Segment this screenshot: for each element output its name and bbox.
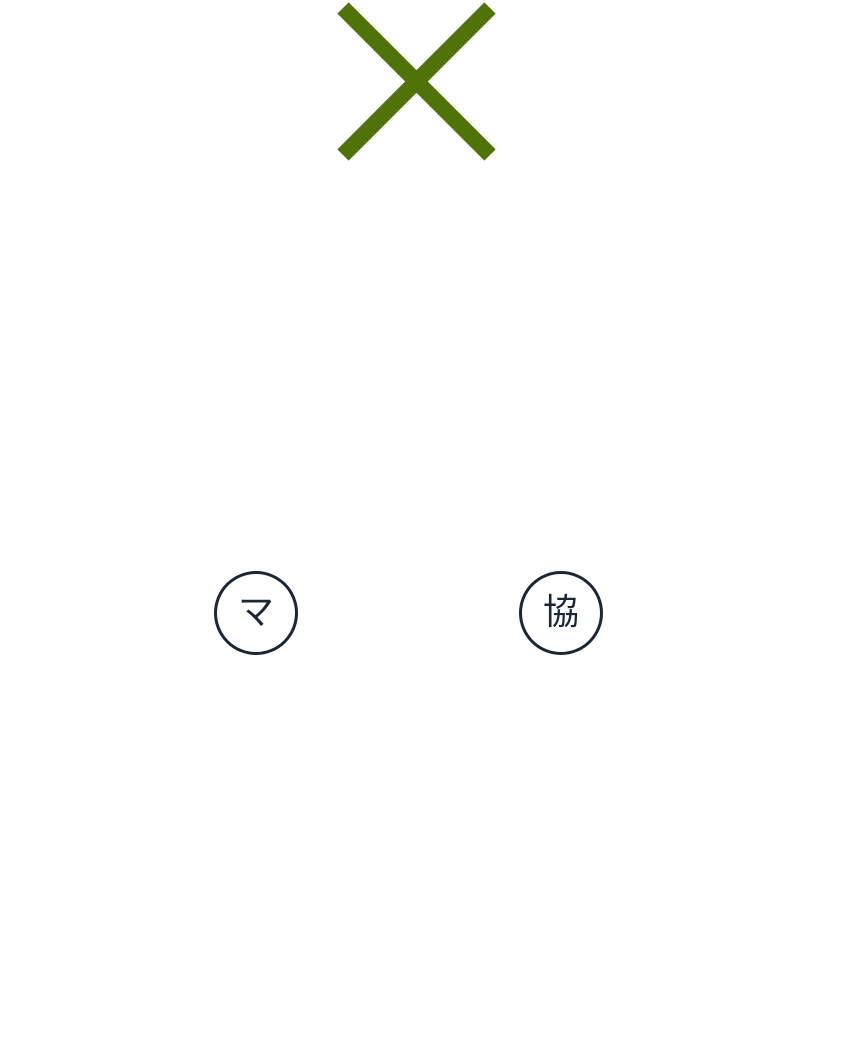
character-label: マ — [237, 592, 274, 633]
character-label: 協 — [542, 592, 579, 633]
character-button-ma[interactable]: マ — [214, 571, 298, 655]
cross-stroke-2 — [337, 2, 496, 161]
character-button-kyo[interactable]: 協 — [519, 571, 603, 655]
close-icon[interactable] — [330, 0, 505, 170]
